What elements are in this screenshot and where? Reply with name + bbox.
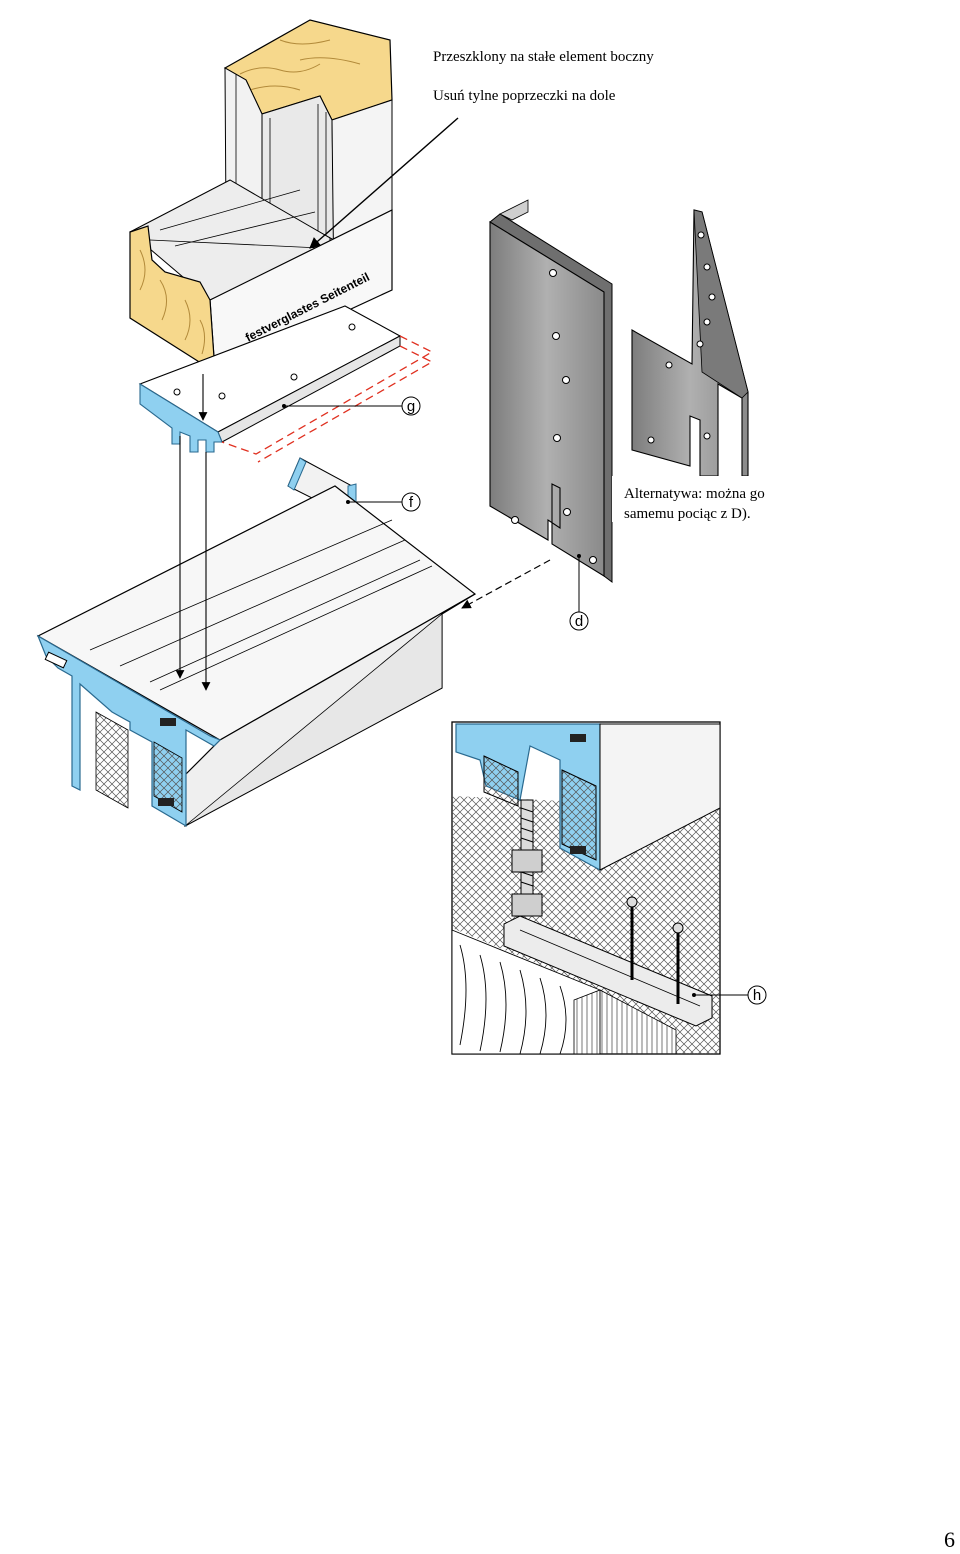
installation-detail-inset [451,721,721,1055]
part-g-plate [138,305,434,463]
callout-f: f [409,494,414,511]
annotation-leader-arrow [309,117,459,249]
annotation-alternative-line2: samemu pociąc z D). [624,506,751,522]
annotation-title: Przeszklony na stałe element boczny [433,49,654,65]
callout-h: h [753,987,761,1004]
threshold-profile [36,485,477,828]
annotation-alternative-line1: Alternatywa: można go [624,486,765,502]
callout-d: d [575,613,583,630]
callout-group: g f d h [282,396,767,1005]
page-number: 6 [944,1527,955,1552]
annotation-instruction: Usuń tylne poprzeczki na dole [433,88,616,104]
part-d-steel-plate [489,199,613,583]
side-element-frame [129,19,393,374]
part-d-alternative-plate [631,209,749,477]
callout-g: g [407,398,415,415]
